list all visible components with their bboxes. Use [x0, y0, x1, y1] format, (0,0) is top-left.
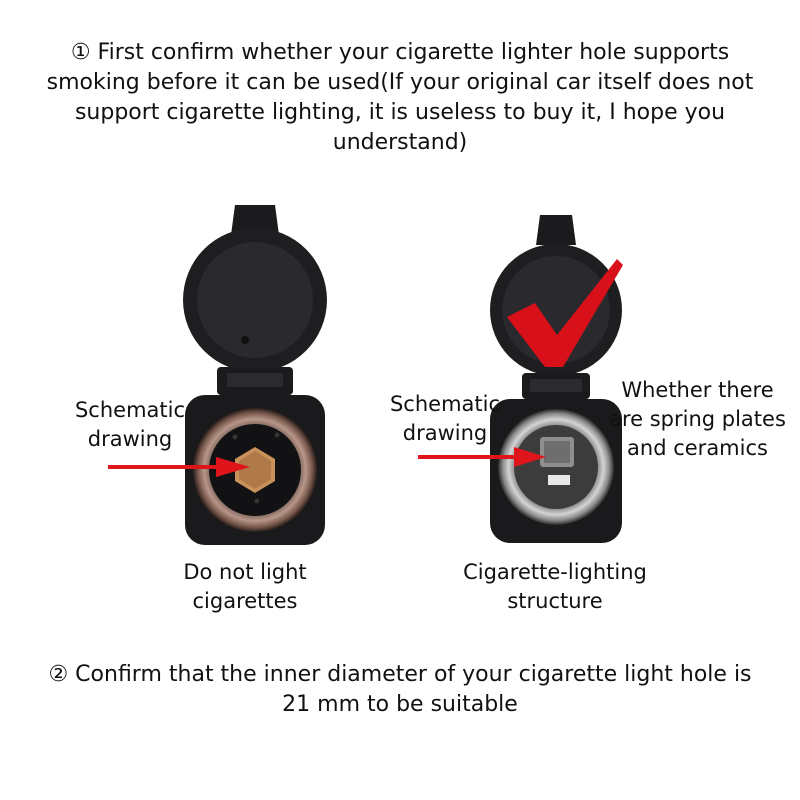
caption-lighting-structure: Cigarette-lighting structure: [463, 560, 647, 613]
schematic-label-left: Schematic drawing: [74, 398, 186, 451]
check-mark-icon: [507, 259, 623, 367]
schematic-label-right: Schematic drawing: [389, 392, 501, 445]
note-first-confirm: ① First confirm whether your cigarette l…: [46, 40, 754, 155]
spring-plates-note: Whether there are spring plates and cera…: [609, 378, 786, 460]
arrow-right-icon: [418, 447, 546, 467]
socket-with-lighter-image: [490, 215, 622, 543]
arrow-right-icon: [108, 457, 250, 477]
socket-without-lighter-image: [183, 205, 327, 545]
note-inner-diameter: ② Confirm that the inner diameter of you…: [48, 662, 752, 717]
caption-no-light: Do not light cigarettes: [183, 560, 307, 613]
